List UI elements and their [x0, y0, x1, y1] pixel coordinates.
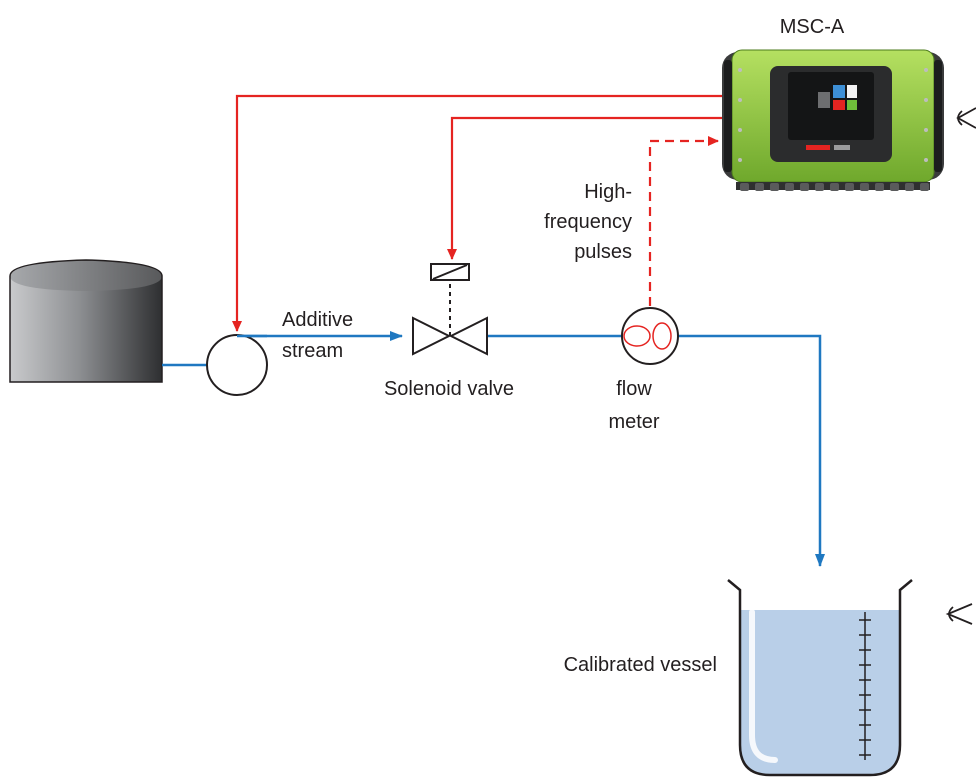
pulses-label-line3: pulses — [574, 241, 632, 263]
controller-label: MSC-A — [780, 16, 845, 38]
meter-to-vessel-line — [678, 334, 825, 567]
additive-stream-label-line2: stream — [282, 340, 343, 362]
controller-to-valve-line — [447, 116, 722, 260]
eye-icon — [945, 603, 973, 625]
storage-tank — [9, 259, 163, 383]
control-signal-lines — [232, 94, 722, 332]
solenoid-valve-label: Solenoid valve — [384, 378, 514, 400]
additive-stream-label-line1: Additive — [282, 309, 353, 331]
controller-to-pump-line — [232, 94, 722, 332]
flow-meter — [621, 307, 679, 365]
pump — [206, 334, 268, 396]
meter-pulse-line — [648, 136, 719, 306]
solenoid-valve — [412, 263, 488, 356]
pulses-label-line2: frequency — [544, 211, 632, 233]
calibrated-vessel — [727, 579, 913, 777]
graduation-scale — [859, 612, 871, 760]
calibrated-vessel-label: Calibrated vessel — [564, 654, 717, 676]
flow-meter-label-line1: flow — [616, 378, 652, 400]
eye-icon — [956, 107, 976, 129]
msc-a-controller — [722, 49, 944, 191]
flow-meter-label-line2: meter — [608, 411, 659, 433]
pulses-label-line1: High- — [584, 181, 632, 203]
